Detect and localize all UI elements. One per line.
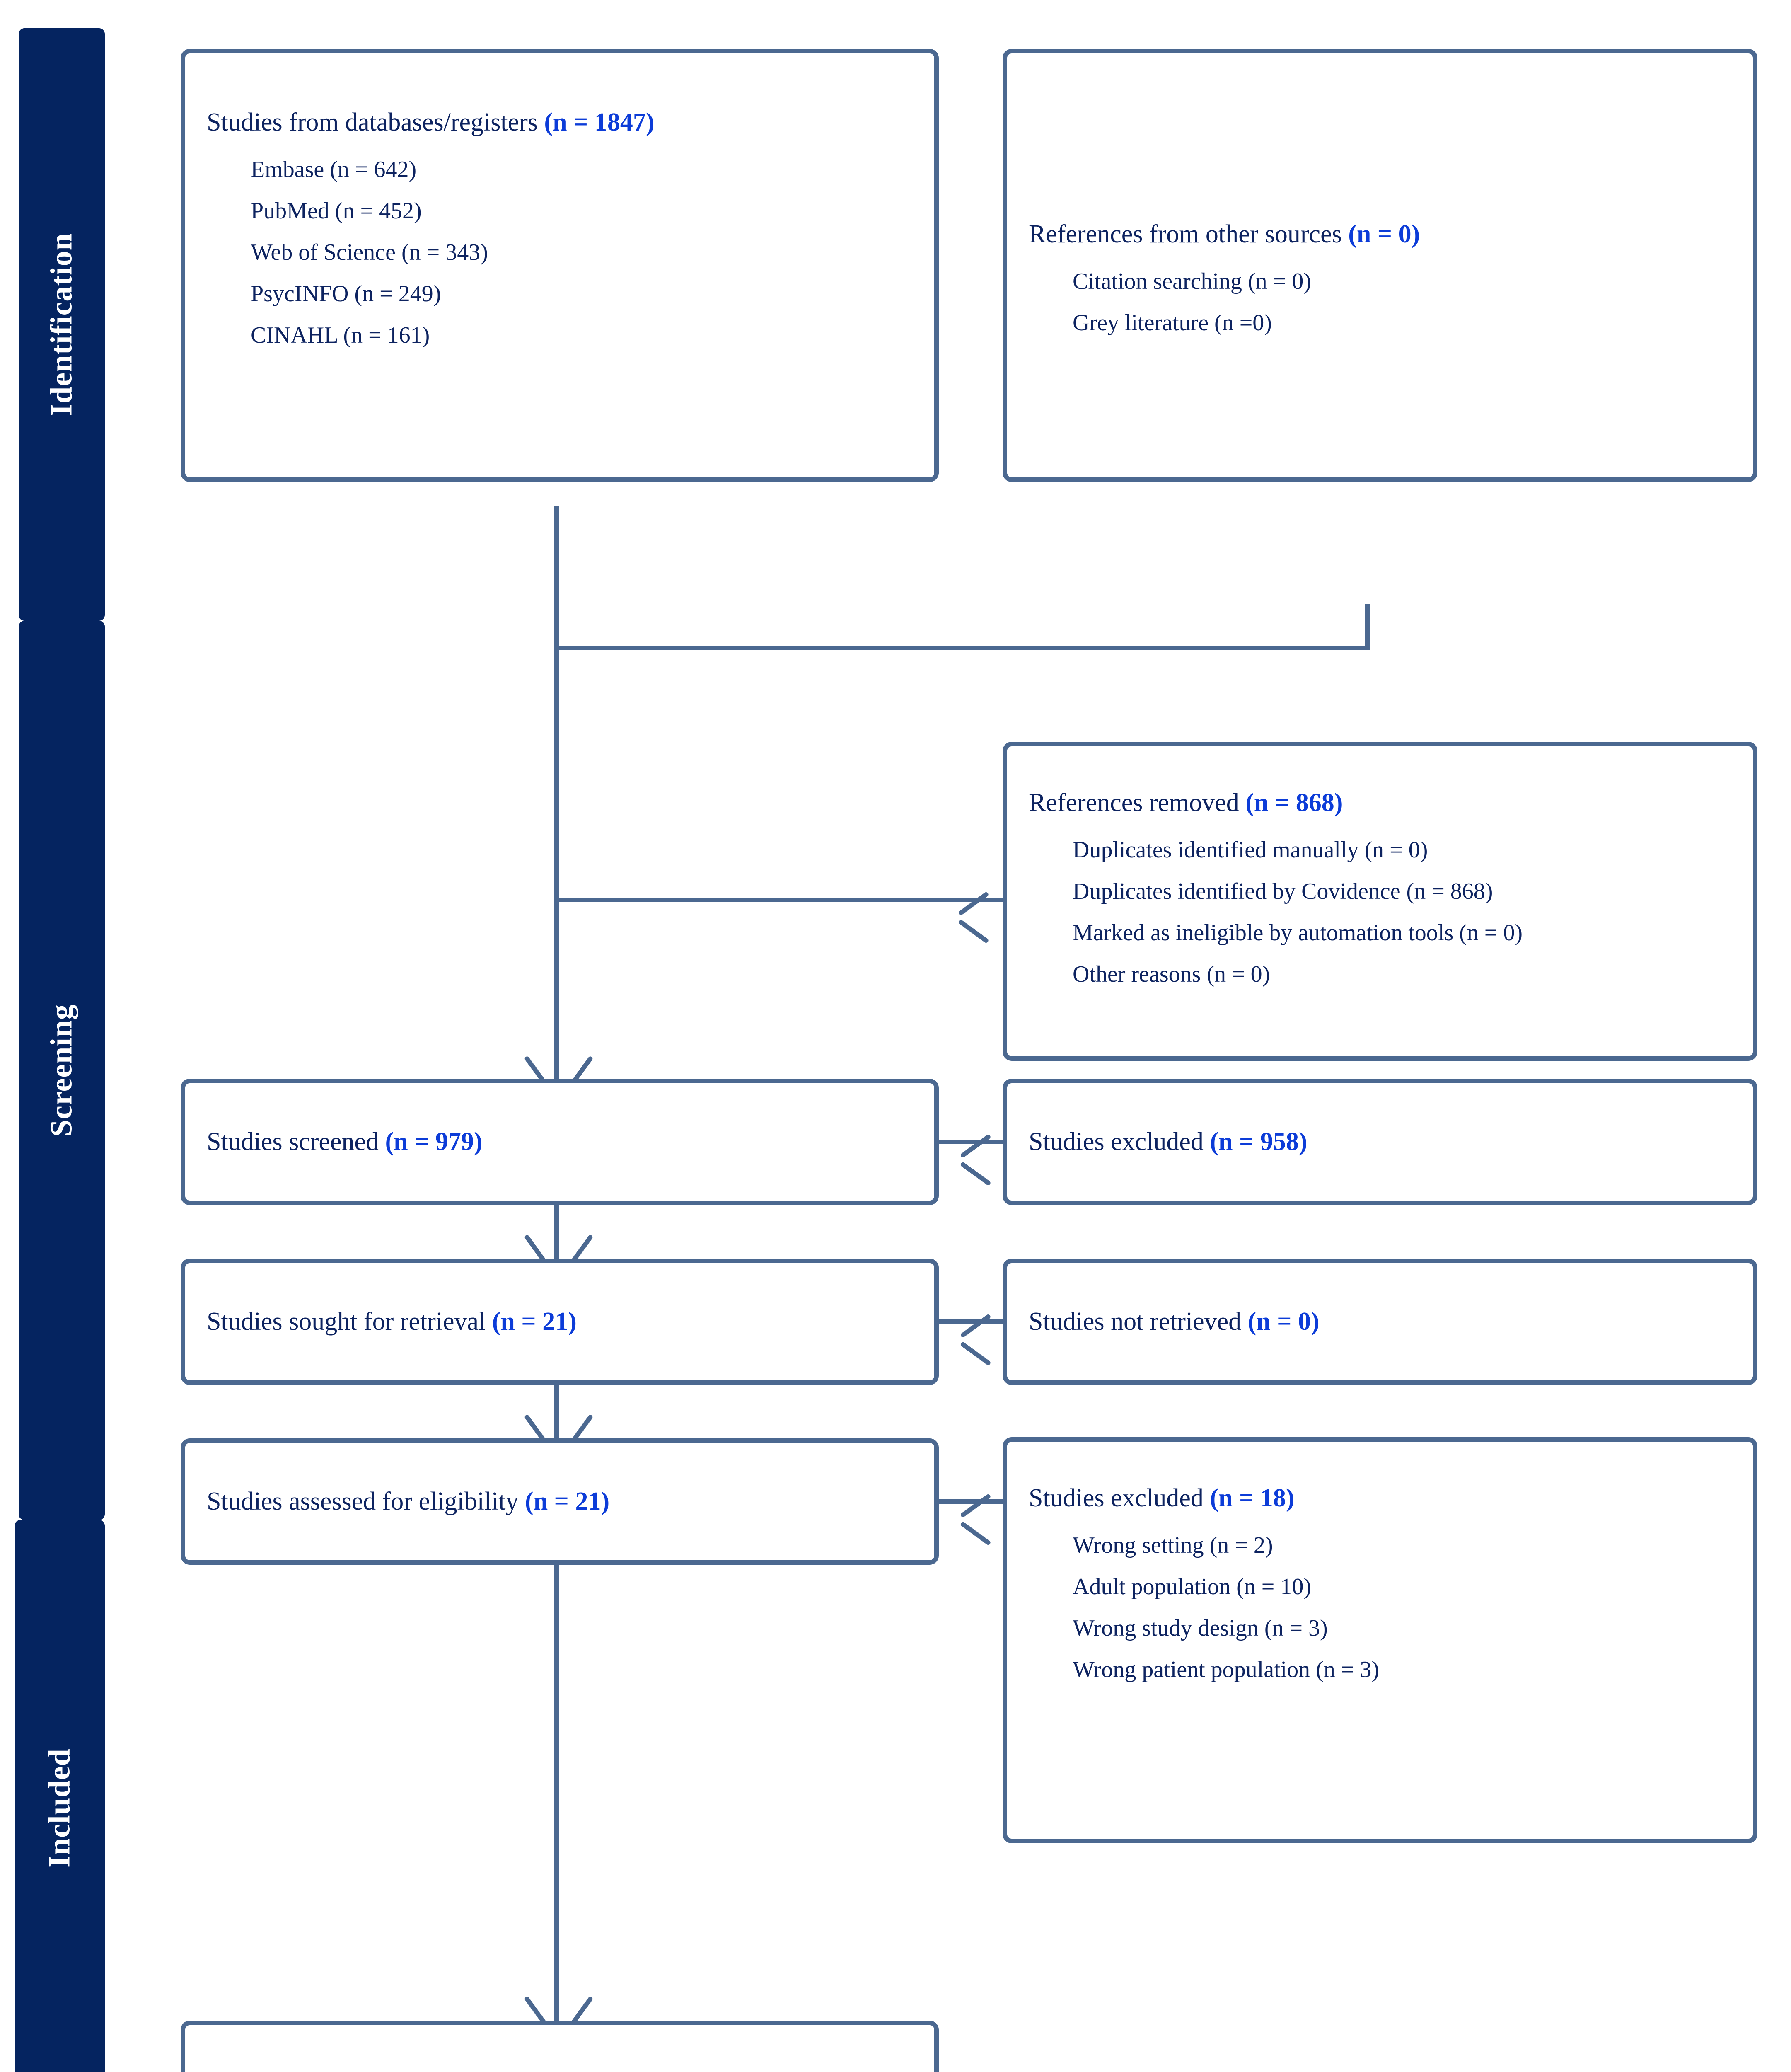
box-studies-excluded-eligibility[interactable]: Studies excluded (n = 18) Wrong setting … [1003, 1437, 1757, 1843]
box-title-studies-sought: Studies sought for retrieval (n = 21) [207, 1307, 577, 1336]
box-title-databases: Studies from databases/registers (n = 18… [207, 108, 655, 136]
box-item: Duplicates identified manually (n = 0) [1073, 837, 1428, 863]
connector-other-sources-down [1365, 604, 1370, 650]
box-title-studies-included: Studies included in review (n = 3) [185, 2070, 934, 2072]
box-title-studies-assessed: Studies assessed for eligibility (n = 21… [207, 1487, 610, 1515]
connector-sought-to-assessed [554, 1385, 559, 1439]
connector-databases-down [554, 506, 559, 1082]
box-item: Embase (n = 642) [251, 157, 417, 183]
box-item: Grey literature (n =0) [1073, 310, 1272, 336]
box-references-other-sources[interactable]: References from other sources (n = 0) Ci… [1003, 49, 1757, 482]
box-studies-included-in-review[interactable]: Studies included in review (n = 3) [181, 2021, 939, 2072]
phase-label-screening: Screening [44, 1004, 79, 1137]
box-studies-excluded-screening[interactable]: Studies excluded (n = 958) [1003, 1079, 1757, 1205]
box-item: PsycINFO (n = 249) [251, 281, 441, 307]
box-title-studies-excluded-screening: Studies excluded (n = 958) [1029, 1127, 1308, 1156]
box-title-studies-excluded-eligibility: Studies excluded (n = 18) [1029, 1484, 1295, 1512]
connector-screened-to-sought [554, 1205, 559, 1259]
box-item: Adult population (n = 10) [1073, 1574, 1311, 1600]
box-title-studies-not-retrieved: Studies not retrieved (n = 0) [1029, 1307, 1320, 1336]
box-title-studies-screened: Studies screened (n = 979) [207, 1127, 483, 1156]
phase-label-included: Included [42, 1748, 77, 1868]
box-studies-assessed-for-eligibility[interactable]: Studies assessed for eligibility (n = 21… [181, 1438, 939, 1565]
box-studies-not-retrieved[interactable]: Studies not retrieved (n = 0) [1003, 1259, 1757, 1385]
box-item: Other reasons (n = 0) [1073, 961, 1270, 988]
phase-rail-identification: Identification [19, 28, 105, 621]
phase-label-identification: Identification [44, 233, 79, 416]
box-studies-from-databases[interactable]: Studies from databases/registers (n = 18… [181, 49, 939, 482]
box-studies-sought-for-retrieval[interactable]: Studies sought for retrieval (n = 21) [181, 1259, 939, 1385]
box-item: CINAHL (n = 161) [251, 322, 430, 349]
connector-other-sources-join [554, 646, 1370, 650]
phase-rail-screening: Screening [19, 621, 105, 1520]
phase-rail-included: Included [15, 1520, 105, 2072]
box-references-removed[interactable]: References removed (n = 868) Duplicates … [1003, 742, 1757, 1061]
box-studies-screened[interactable]: Studies screened (n = 979) [181, 1079, 939, 1205]
box-item: PubMed (n = 452) [251, 198, 422, 224]
connector-to-references-removed [554, 898, 1003, 902]
connector-sought-to-not-retrieved [934, 1319, 1007, 1324]
box-item: Citation searching (n = 0) [1073, 269, 1311, 295]
connector-assessed-to-excluded [934, 1499, 1007, 1504]
box-item: Duplicates identified by Covidence (n = … [1073, 879, 1493, 905]
box-item: Web of Science (n = 343) [251, 240, 488, 266]
box-item: Wrong patient population (n = 3) [1073, 1657, 1380, 1683]
box-item: Marked as ineligible by automation tools… [1073, 920, 1523, 946]
box-item: Wrong study design (n = 3) [1073, 1615, 1328, 1641]
connector-screened-to-excluded [934, 1140, 1007, 1144]
connector-assessed-to-included [554, 1565, 559, 2021]
box-title-references-removed: References removed (n = 868) [1029, 789, 1343, 817]
box-item: Wrong setting (n = 2) [1073, 1532, 1273, 1559]
box-title-other-sources: References from other sources (n = 0) [1029, 220, 1420, 248]
